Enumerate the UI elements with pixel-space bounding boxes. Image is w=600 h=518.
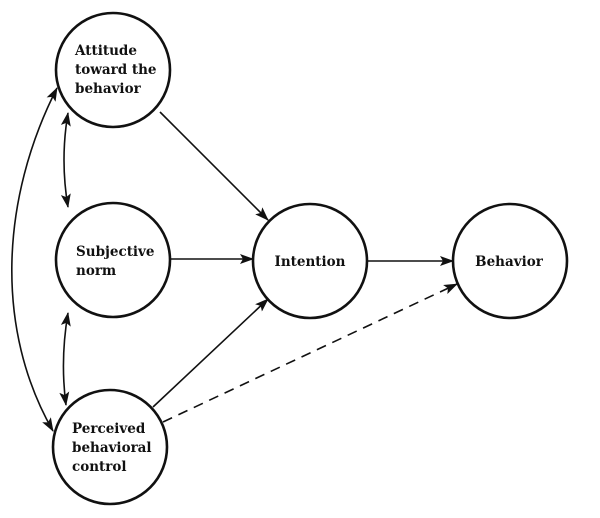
node-behavior-circle	[451, 202, 569, 320]
edge-attitude-to-intention	[159, 111, 269, 221]
node-attitude-circle	[54, 11, 172, 129]
edge-attitude-subjective-norm-bidirectional	[60, 112, 71, 208]
node-perceived-behavioral-control: Perceived behavioral control	[51, 388, 169, 506]
node-intention-circle	[251, 202, 369, 320]
node-behavior-label: Behavior	[475, 254, 544, 270]
edge-subjective-norm-pbc-bidirectional	[59, 312, 71, 406]
node-subjective-norm-label: Subjective norm	[76, 244, 159, 279]
node-intention-label: Intention	[275, 254, 346, 270]
node-pbc-circle	[51, 388, 169, 506]
edge-attitude-pbc-bidirectional	[11, 87, 58, 432]
node-pbc-label: Perceived behavioral control	[72, 421, 156, 475]
node-subjective-norm-circle	[54, 201, 172, 319]
edge-pbc-to-behavior-dashed	[162, 283, 458, 423]
node-attitude-label: Attitude toward the behavior	[74, 43, 161, 97]
node-intention: Intention	[251, 202, 369, 320]
node-behavior: Behavior	[451, 202, 569, 320]
edge-pbc-to-intention	[152, 298, 269, 408]
node-subjective-norm: Subjective norm	[54, 201, 172, 319]
node-attitude: Attitude toward the behavior	[54, 11, 172, 129]
edges	[11, 87, 458, 432]
